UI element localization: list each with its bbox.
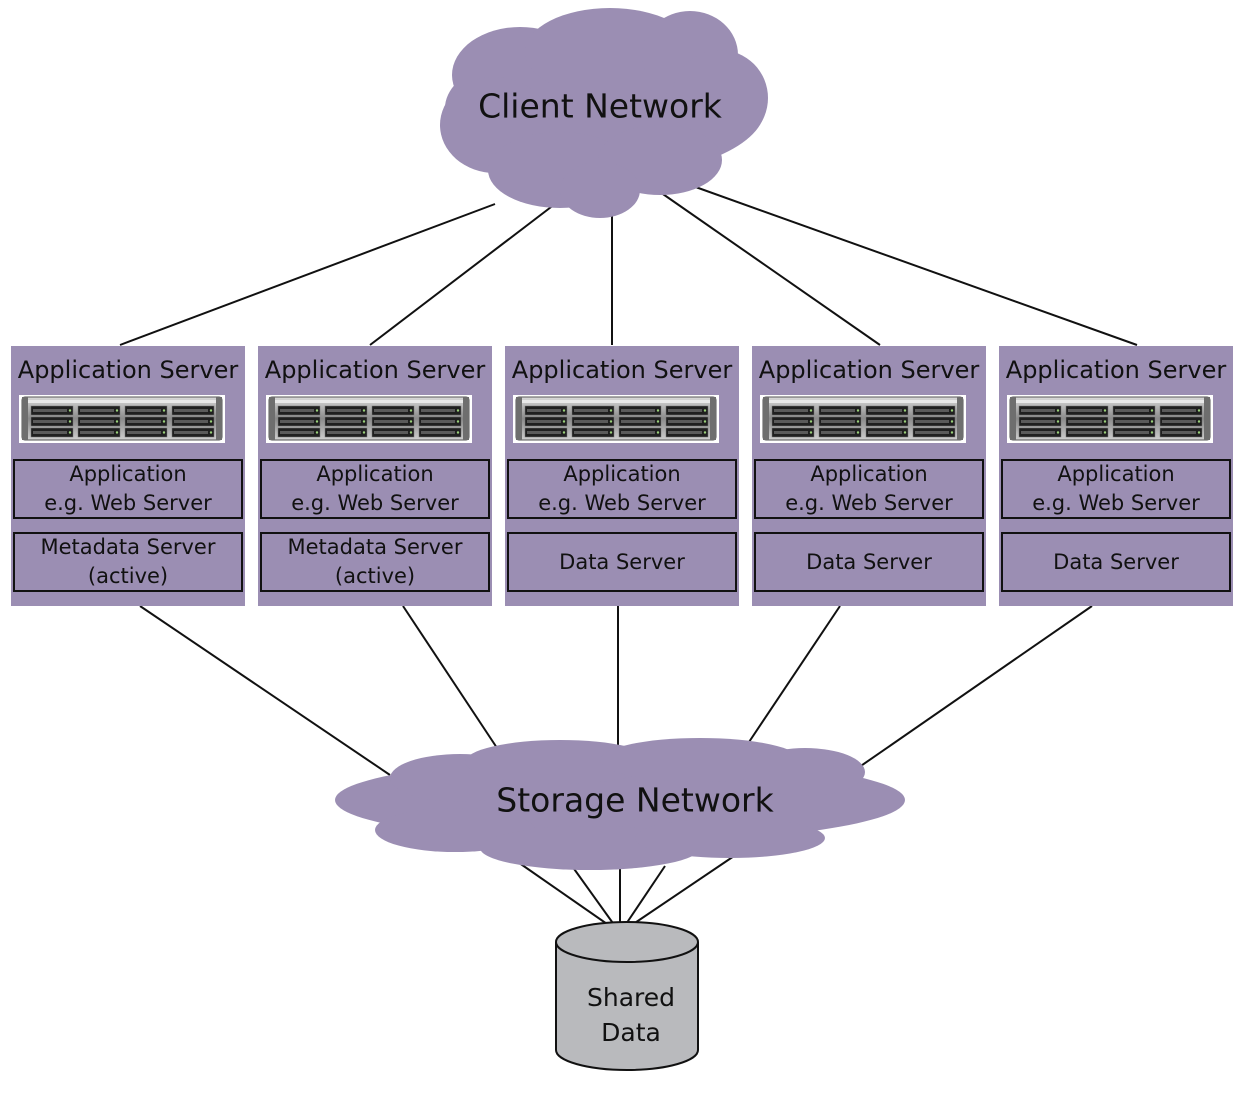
server-rack-icon — [760, 395, 966, 443]
application-label: Application — [1057, 462, 1175, 486]
application-example-label: e.g. Web Server — [1032, 491, 1200, 515]
shared-data-label: Shared Data — [556, 980, 706, 1050]
storage-network-cloud: Storage Network — [335, 738, 905, 870]
server-role-label: Data Server — [559, 549, 685, 574]
server-role-box: Metadata Server (active) — [260, 532, 490, 592]
storage-connectors — [139, 605, 1093, 776]
application-server-3: Application Server Application e.g. Web … — [505, 346, 739, 606]
server-title: Application Server — [17, 356, 239, 384]
connector-server-4-storage — [744, 605, 841, 749]
application-example-label: e.g. Web Server — [291, 491, 459, 515]
server-role-box: Data Server — [1001, 532, 1231, 592]
client-network-cloud: Client Network — [440, 8, 768, 218]
shared-data-database-icon — [555, 921, 699, 1071]
server-role-label: Metadata Server — [40, 535, 216, 559]
connector-server-1-storage — [139, 605, 391, 776]
application-server-2: Application Server Application e.g. Web … — [258, 346, 492, 606]
server-role-box: Metadata Server (active) — [13, 532, 243, 592]
application-example-label: e.g. Web Server — [44, 491, 212, 515]
connector-client-server-1 — [119, 203, 496, 346]
connector-storage-db-1 — [514, 859, 621, 934]
shared-data-line-2: Data — [601, 1018, 661, 1047]
server-rack-icon — [513, 395, 719, 443]
connector-server-5-storage — [854, 605, 1093, 771]
application-box: Application e.g. Web Server — [1001, 459, 1231, 519]
application-label: Application — [563, 462, 681, 486]
server-role-label: Data Server — [1053, 549, 1179, 574]
application-box: Application e.g. Web Server — [754, 459, 984, 519]
server-role-box: Data Server — [507, 532, 737, 592]
application-example-label: e.g. Web Server — [538, 491, 706, 515]
application-label: Application — [810, 462, 928, 486]
application-server-5: Application Server Application e.g. Web … — [999, 346, 1233, 606]
server-title: Application Server — [264, 356, 486, 384]
application-box: Application e.g. Web Server — [13, 459, 243, 519]
server-title: Application Server — [758, 356, 980, 384]
server-role-status: (active) — [334, 564, 416, 588]
client-network-label: Client Network — [478, 87, 723, 126]
server-role-status: (active) — [87, 564, 169, 588]
server-title: Application Server — [1005, 356, 1227, 384]
application-box: Application e.g. Web Server — [507, 459, 737, 519]
connector-client-server-2 — [369, 203, 556, 346]
server-role-box: Data Server — [754, 532, 984, 592]
shared-data-line-1: Shared — [586, 983, 675, 1012]
server-role-label: Data Server — [806, 549, 932, 574]
connector-client-server-5 — [689, 184, 1138, 346]
server-rack-icon — [266, 395, 472, 443]
server-title: Application Server — [511, 356, 733, 384]
application-box: Application e.g. Web Server — [260, 459, 490, 519]
server-role-label: Metadata Server — [287, 535, 463, 559]
storage-network-label: Storage Network — [496, 781, 774, 820]
connector-client-server-4 — [659, 191, 881, 346]
connector-storage-db-5 — [619, 851, 741, 934]
server-rack-icon — [1007, 395, 1213, 443]
application-label: Application — [316, 462, 434, 486]
application-server-4: Application Server Application e.g. Web … — [752, 346, 986, 606]
application-label: Application — [69, 462, 187, 486]
client-connectors — [119, 184, 1138, 346]
server-rack-icon — [19, 395, 225, 443]
connector-server-2-storage — [402, 605, 506, 761]
application-example-label: e.g. Web Server — [785, 491, 953, 515]
application-server-1: Application Server Application e.g. Web … — [11, 346, 245, 606]
